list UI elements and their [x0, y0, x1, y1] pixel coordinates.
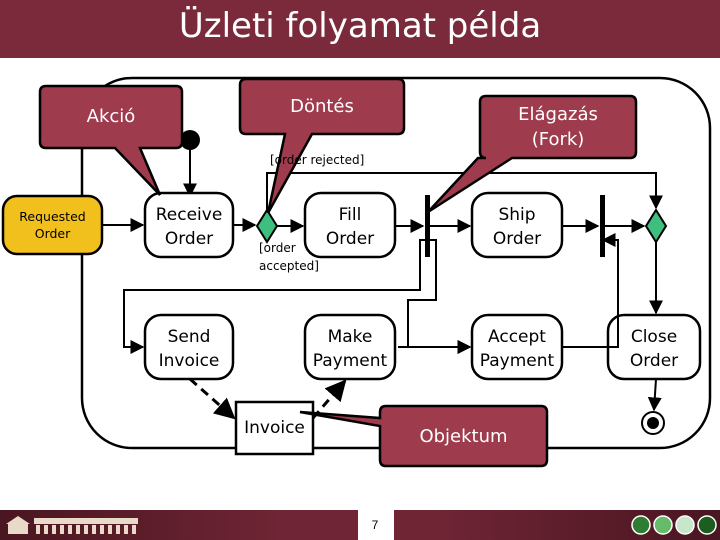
invoice-label: Invoice — [244, 418, 305, 438]
callout-objektum: Objektum — [419, 426, 508, 447]
callout-dontes-shape — [238, 77, 406, 214]
callout-akcio-shape — [38, 84, 184, 196]
activity-send-invoice — [143, 313, 235, 381]
university-logo-icon — [6, 516, 138, 534]
callout-elagazas: Elágazás (Fork) — [518, 104, 598, 150]
title-bar — [0, 0, 720, 58]
merge-node — [644, 208, 668, 244]
activity-diagram — [1, 76, 712, 468]
send-invoice-label: Send Invoice — [158, 327, 220, 371]
requested-order-label: Requested Order — [19, 209, 86, 241]
callout-dontes: Döntés — [290, 96, 354, 117]
fill-order-label: Fill Order — [325, 205, 375, 249]
callout-akcio: Akció — [86, 106, 136, 127]
callout-objektum-shape — [299, 404, 549, 468]
guard-accepted: [order accepted] — [259, 241, 319, 273]
initial-node — [180, 130, 200, 150]
activity-make-payment — [303, 313, 397, 381]
callout-elagazas-shape — [427, 94, 638, 214]
join-bar — [600, 195, 605, 257]
make-payment-label: Make Payment — [312, 327, 388, 371]
footer-badges-icon — [631, 515, 717, 535]
fork-bar — [425, 195, 430, 257]
page-number: 7 — [371, 518, 379, 532]
page-number-box — [358, 510, 394, 540]
accept-payment-label: Accept Payment — [479, 327, 555, 371]
decision-node — [255, 208, 279, 244]
guard-rejected: [order rejected] — [270, 153, 365, 167]
close-order-label: Close Order — [629, 327, 679, 371]
ship-order-label: Ship Order — [492, 205, 542, 249]
receive-order-label: Receive Order — [155, 205, 223, 249]
page-title: Üzleti folyamat példa — [178, 6, 542, 46]
object-invoice — [234, 400, 315, 456]
